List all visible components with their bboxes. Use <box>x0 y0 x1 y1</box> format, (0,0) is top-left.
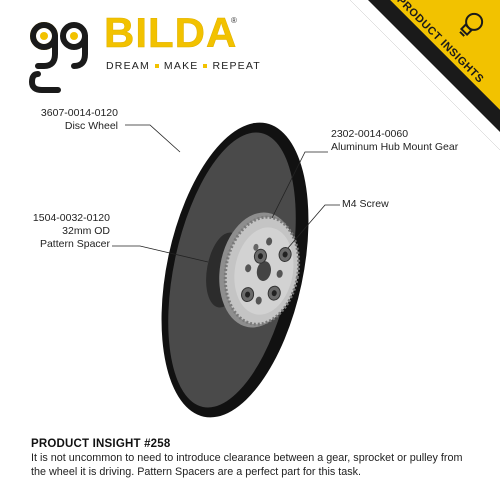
aluminum-hub-gear <box>219 212 301 328</box>
callout-description: M4 Screw <box>342 198 389 210</box>
brand-tagline: DREAM MAKE REPEAT <box>106 60 261 72</box>
tagline-word-make: MAKE <box>163 60 199 72</box>
disc-wheel-face <box>168 132 296 408</box>
gobilda-logo-mark <box>28 22 88 93</box>
insight-body: It is not uncommon to need to introduce … <box>31 452 463 478</box>
tagline-dot <box>203 64 208 69</box>
callout-pattern-spacer: 1504-0032-0120 32mm OD Pattern Spacer <box>33 212 110 251</box>
callout-part-number: 2302-0014-0060 <box>331 128 409 140</box>
leader-hub-gear <box>271 151 328 219</box>
m4-screw <box>278 246 292 262</box>
callout-part-number: 3607-0014-0120 <box>40 107 118 119</box>
callout-hub-gear: 2302-0014-0060 Aluminum Hub Mount Gear <box>331 128 458 154</box>
tagline-dot <box>154 64 159 69</box>
callout-disc-wheel: 3607-0014-0120 Disc Wheel <box>41 107 118 133</box>
m4-screw <box>241 287 255 303</box>
callout-description-2: Pattern Spacer <box>39 238 110 250</box>
callout-m4-screw: M4 Screw <box>342 198 389 211</box>
brand-wordmark: BILDA <box>104 9 238 56</box>
tagline-word-dream: DREAM <box>106 60 150 72</box>
leader-disc-wheel <box>125 124 181 153</box>
leader-pattern-spacer <box>112 245 209 263</box>
m4-screw <box>267 285 281 301</box>
disc-wheel-rim <box>161 122 309 418</box>
callout-description: Disc Wheel <box>64 120 118 132</box>
callout-part-number: 1504-0032-0120 <box>32 212 110 224</box>
m4-screw <box>253 248 267 264</box>
lightbulb-icon <box>459 12 484 37</box>
trademark-symbol: ® <box>231 16 237 25</box>
callout-description: 32mm OD <box>62 225 110 237</box>
insight-title: PRODUCT INSIGHT #258 <box>31 438 171 450</box>
tagline-word-repeat: REPEAT <box>212 60 261 72</box>
product-insights-banner: PRODUCT INSIGHTS <box>350 0 500 150</box>
callout-description: Aluminum Hub Mount Gear <box>331 141 459 153</box>
leader-m4-screw <box>287 204 340 249</box>
brand-name: BILDA <box>104 9 238 56</box>
pattern-spacer <box>206 232 244 308</box>
